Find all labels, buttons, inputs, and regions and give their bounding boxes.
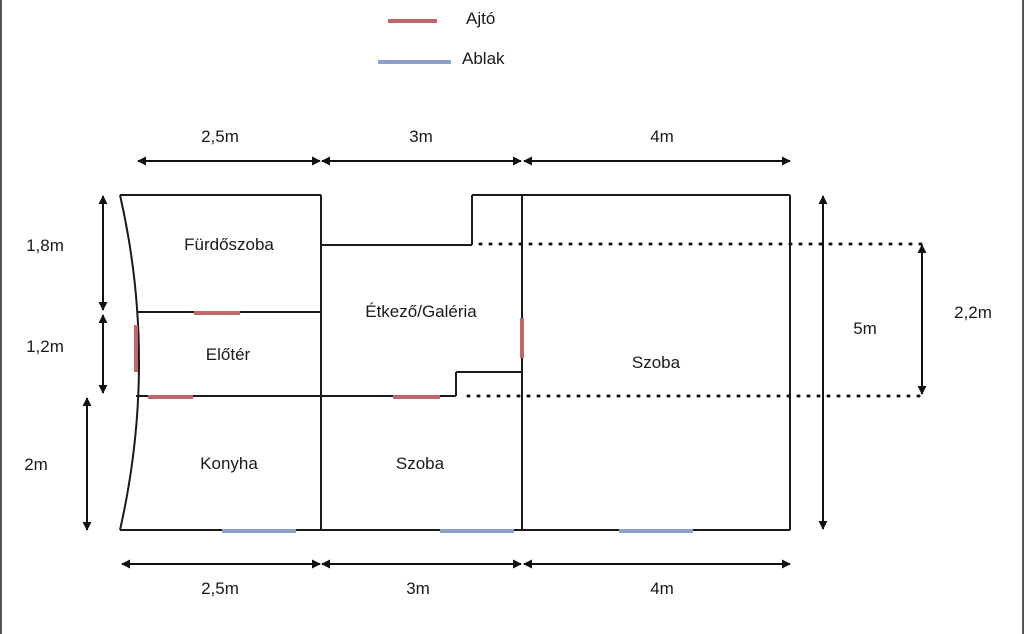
room-label-kitchen: Konyha <box>200 454 258 473</box>
legend-window-label: Ablak <box>462 49 505 68</box>
bottom-dim-label-2: 3m <box>406 579 430 598</box>
top-dimensions: 2,5m 3m 4m <box>137 127 791 166</box>
outer-left-curved-wall <box>119 194 140 531</box>
room-label-small-room: Szoba <box>396 454 445 473</box>
room-labels: Fürdőszoba Étkező/Galéria Előtér Konyha … <box>184 235 681 473</box>
bottom-dim-label-3: 4m <box>650 579 674 598</box>
top-dim-label-1: 2,5m <box>201 127 239 146</box>
room-label-bathroom: Fürdőszoba <box>184 235 274 254</box>
left-dimensions: 1,8m 1,2m 2m <box>24 195 108 531</box>
top-dim-label-3: 4m <box>650 127 674 146</box>
doors <box>134 311 524 399</box>
bottom-dimensions: 2,5m 3m 4m <box>121 559 791 598</box>
top-dim-label-2: 3m <box>409 127 433 146</box>
room-label-large-room: Szoba <box>632 353 681 372</box>
right-dim-label-total: 5m <box>853 319 877 338</box>
left-dim-label-1: 1,8m <box>26 236 64 255</box>
legend: Ajtó Ablak <box>378 9 505 68</box>
right-dim-label-inner: 2,2m <box>954 303 992 322</box>
room-label-hallway: Előtér <box>206 345 251 364</box>
left-dim-label-3: 2m <box>24 455 48 474</box>
bottom-dim-label-1: 2,5m <box>201 579 239 598</box>
left-dim-label-2: 1,2m <box>26 337 64 356</box>
right-dimensions: 5m 2,2m <box>466 195 992 530</box>
legend-door-label: Ajtó <box>466 9 495 28</box>
room-label-dining: Étkező/Galéria <box>365 302 477 321</box>
